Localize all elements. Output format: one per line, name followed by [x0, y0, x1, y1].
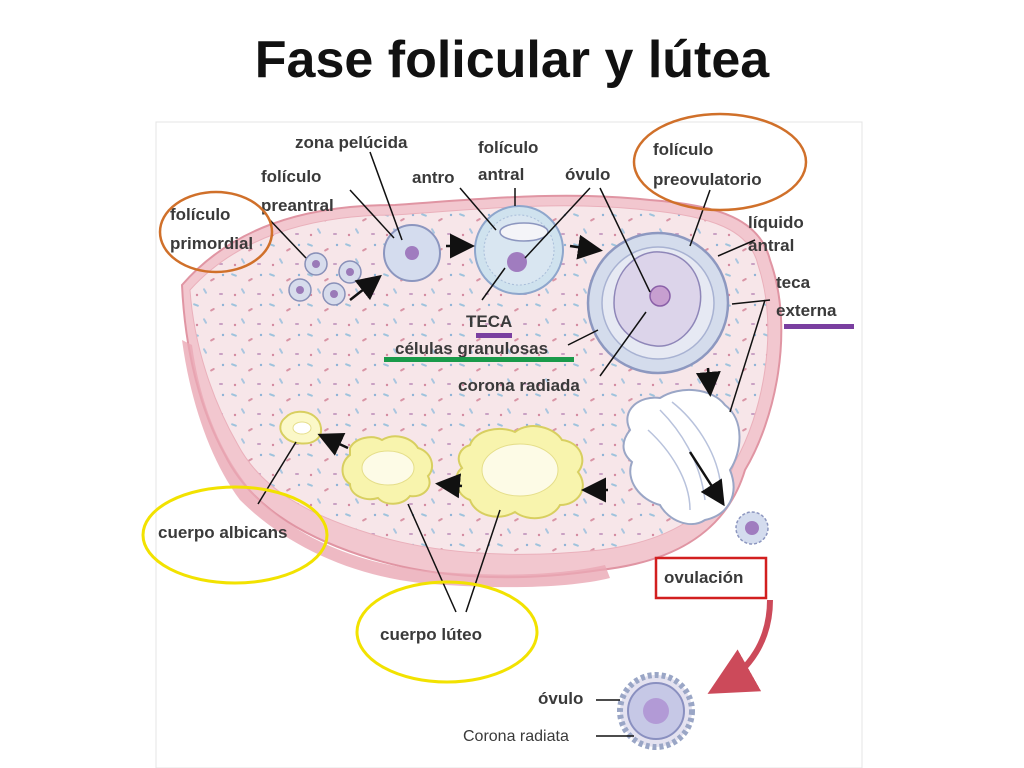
- label-liquido-antral-1: líquido: [748, 213, 804, 232]
- red-box-ovulacion: [654, 556, 768, 600]
- label-corona-radiada: corona radiada: [458, 376, 580, 395]
- label-ovulacion: ovulación: [664, 568, 743, 587]
- label-celulas-granulosas: células granulosas: [395, 339, 548, 358]
- yellow-circle-luteo: [355, 580, 539, 684]
- ovary-rim: [182, 340, 610, 588]
- progression-arrows: [317, 233, 725, 507]
- ovum-corona-radiata: [617, 672, 695, 750]
- label-teca-externa-2: externa: [776, 301, 837, 320]
- released-ovum: [735, 511, 769, 545]
- orange-circle-primordial: [158, 190, 274, 274]
- leader-lines: [257, 151, 771, 737]
- label-corona-radiata: Corona radiata: [463, 728, 569, 745]
- label-teca: TECA: [466, 312, 512, 331]
- label-ovulo-top: óvulo: [565, 165, 610, 184]
- label-cuerpo-luteo: cuerpo lúteo: [380, 625, 482, 644]
- corpus-albicans: [279, 410, 322, 445]
- label-foliculo-preovulatorio-1: folículo: [653, 140, 713, 159]
- label-foliculo-antral-1: folículo: [478, 138, 538, 157]
- label-liquido-antral-2: antral: [748, 236, 794, 255]
- purple-underline-teca: [476, 333, 512, 338]
- label-foliculo-preantral-2: preantral: [261, 196, 334, 215]
- label-ovulo-bottom: óvulo: [538, 689, 583, 708]
- label-foliculo-primordial-1: folículo: [170, 205, 230, 224]
- yellow-circle-albicans: [141, 485, 329, 585]
- label-foliculo-antral-2: antral: [478, 165, 524, 184]
- purple-underline-externa: [784, 324, 854, 329]
- antral-follicle: [474, 205, 564, 295]
- green-underline-granulosas: [384, 357, 574, 362]
- corpus-luteum-small: [341, 435, 434, 505]
- label-foliculo-preovulatorio-2: preovulatorio: [653, 170, 762, 189]
- label-teca-externa-1: teca: [776, 273, 811, 292]
- preovulatory-follicle: [586, 231, 730, 375]
- annotation-marks: [141, 112, 854, 684]
- label-foliculo-primordial-2: primordial: [170, 234, 253, 253]
- slide-title: Fase folicular y lútea: [254, 31, 770, 89]
- label-zona-pelucida: zona pelúcida: [295, 133, 408, 152]
- corpus-luteum-large: [455, 425, 584, 520]
- label-cuerpo-albicans: cuerpo albicans: [158, 523, 287, 542]
- primordial-follicles: [288, 252, 362, 306]
- ovulation-arrow: [707, 599, 773, 694]
- label-foliculo-preantral-1: folículo: [261, 167, 321, 186]
- preantral-follicle: [383, 224, 441, 282]
- label-antro: antro: [412, 168, 455, 187]
- orange-circle-preovulatory: [632, 112, 808, 212]
